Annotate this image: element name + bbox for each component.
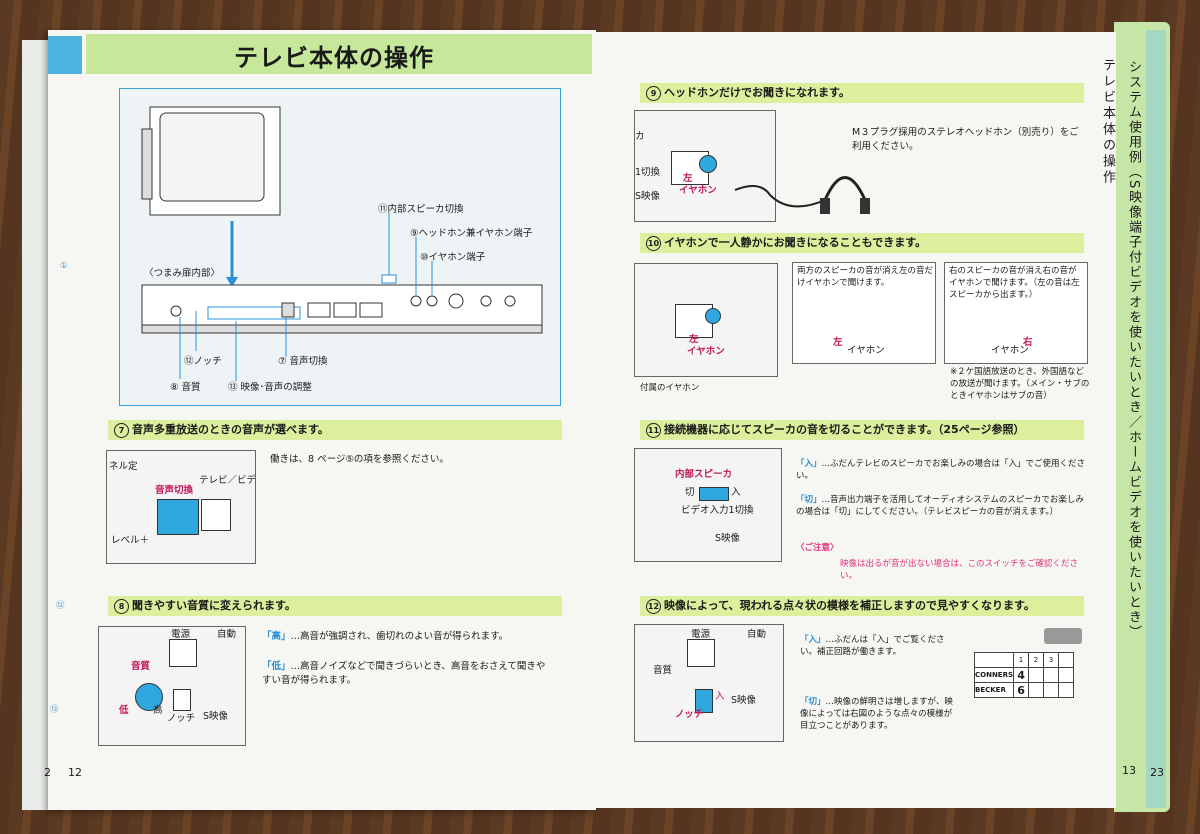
callout-internal-speaker: ⑪内部スピーカ切換 (378, 204, 464, 215)
earphone-left-box: 両方のスピーカの音が消え左の音だけイヤホンで聞けます。 左 イヤホン (792, 262, 936, 364)
index-tab-edge-inner (1146, 30, 1166, 808)
section-10-illustration: 左 イヤホン (634, 263, 778, 377)
page-edge-left (22, 40, 52, 810)
section-12-off: 「切」…映像の鮮明さは増しますが、映像によっては右図のような点々の模様が目立つこ… (800, 697, 953, 731)
callout-headphone-jack: ⑨ヘッドホン兼イヤホン端子 (410, 228, 533, 239)
tone-knob (135, 683, 163, 711)
section-8-illustration: 音質 低 高 電源 ノッチ 自動 S映像 (98, 626, 246, 746)
earphone-jack-icon (705, 308, 721, 324)
section-12-on: 「入」…ふだんは「入」でご覧ください。補正回路が働きます。 (800, 635, 945, 657)
edge-mark-1: ① (60, 261, 68, 271)
section-9-text: M３プラグ採用のステレオヘッドホン（別売り）をご利用ください。 (852, 127, 1079, 152)
section-11-off: 「切」…音声出力端子を活用してオーディオシステムのスピーカでお楽しみの場合は「切… (796, 495, 1084, 517)
section-9-illustration: 左 イヤホン 1切換 S映像 カ (634, 110, 776, 222)
callout-tone: ⑧ 音質 (170, 382, 201, 393)
panel-inner-label: 〈つまみ扉内部〉 (144, 268, 221, 279)
section-7-text: 働きは、8 ページ⑤の項を参照ください。 (270, 454, 449, 465)
headphone-jack-icon (699, 155, 717, 173)
speaker-switch (699, 487, 729, 501)
audio-switch-label: 音声切換 (155, 485, 194, 496)
page-number-small-left: 2 (44, 766, 51, 779)
section-12-illustration: 電源 ノッチ 入 音質 自動 S映像 (634, 624, 784, 742)
control-panel-diagram: 〈つまみ扉内部〉 ⑪内部スピーカ切換 ⑨ヘッドホン兼イヤホン端子 ⑩イヤホン端子… (119, 88, 561, 406)
index-tab-text: システム使用例（S映像端子付ビデオを使いたいとき／ホームビデオを使いたいとき） (1126, 60, 1141, 641)
callout-earphone-jack: ⑩イヤホン端子 (420, 252, 486, 263)
section-8-low: 「低」…高音ノイズなどで聞きづらいとき、高音をおさえて聞きやすい音が得られます。 (262, 661, 546, 686)
page-number-left: 12 (68, 766, 82, 779)
right-vertical-title: テレビ本体の操作 (1100, 58, 1115, 186)
section-7-illustration: 音声切換 テレビ／ビデオ・ レベル＋ ネル定 (106, 450, 256, 564)
dot-pattern-icon (1044, 628, 1082, 644)
callout-notch: ⑫ノッチ (184, 356, 222, 367)
page-title: テレビ本体の操作 (234, 44, 434, 72)
page-number-small-right: 23 (1150, 766, 1164, 779)
edge-mark-13: ⑬ (50, 705, 59, 715)
edge-mark-12: ⑫ (56, 601, 65, 611)
caution-text: 映像は出るが音が出ない場合は、このスイッチをご確認ください。 (840, 559, 1079, 581)
page-number-right: 13 (1122, 764, 1136, 777)
tv-panel-illustration (141, 106, 543, 381)
headphones-icon (734, 176, 870, 214)
blue-index-tab (48, 36, 82, 74)
section-11-illustration: 内部スピーカ 切 入 ビデオ入力1切換 S映像 (634, 448, 782, 562)
section-8-high: 「高」…高音が強調され、歯切れのよい音が得られます。 (262, 631, 509, 642)
callout-av-adjust: ⑬ 映像･音声の調整 (228, 382, 312, 393)
earphone-right-box: 右のスピーカの音が消え右の音がイヤホンで聞けます。（左の音は左スピーカから出ます… (944, 262, 1088, 364)
section-10-note: ※２ケ国語放送のとき、外国語などの放送が聞けます。（メイン・サブのときイヤホンは… (950, 367, 1090, 401)
notch-switch (695, 689, 713, 713)
section-11-on: 「入」…ふだんテレビのスピーカでお楽しみの場合は「入」でご使用ください。 (796, 459, 1086, 481)
callout-audio-switch: ⑦ 音声切換 (278, 356, 328, 367)
earphone-caption: 付属のイヤホン (640, 383, 700, 393)
audio-switch-button (157, 499, 199, 535)
caution-heading: 〈ご注意〉 (796, 543, 839, 553)
title-band (86, 34, 592, 74)
